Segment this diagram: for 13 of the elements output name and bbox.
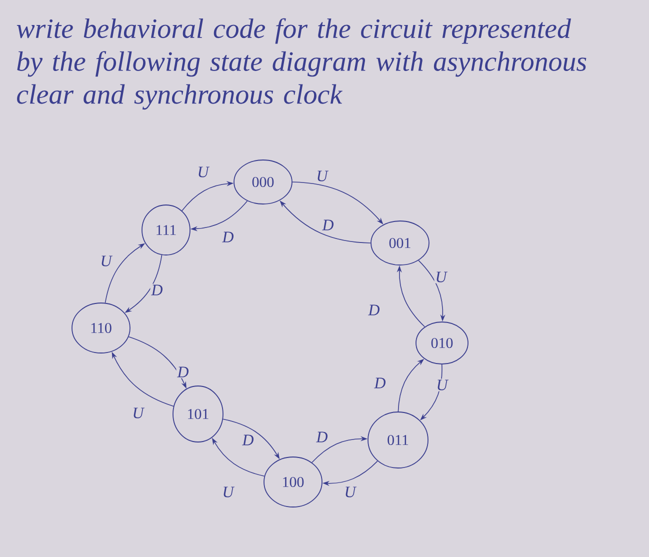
edge-label: U <box>343 486 357 498</box>
question-text: write behavioral code for the circuit represented by the following state diagram with asynchronous clear and synchronous clock <box>16 18 586 110</box>
edge-label: U <box>131 406 145 420</box>
edge-label: D <box>176 366 190 378</box>
edge-label: U <box>99 254 113 268</box>
edge-label: U <box>315 170 329 182</box>
edge-label: U <box>434 270 448 284</box>
edge-label: U <box>196 166 210 178</box>
edge-label: D <box>241 434 255 446</box>
edge-label: U <box>435 378 449 392</box>
edge-label: U <box>221 486 235 498</box>
edge-label: D <box>150 284 164 296</box>
edge-label: D <box>221 230 235 244</box>
